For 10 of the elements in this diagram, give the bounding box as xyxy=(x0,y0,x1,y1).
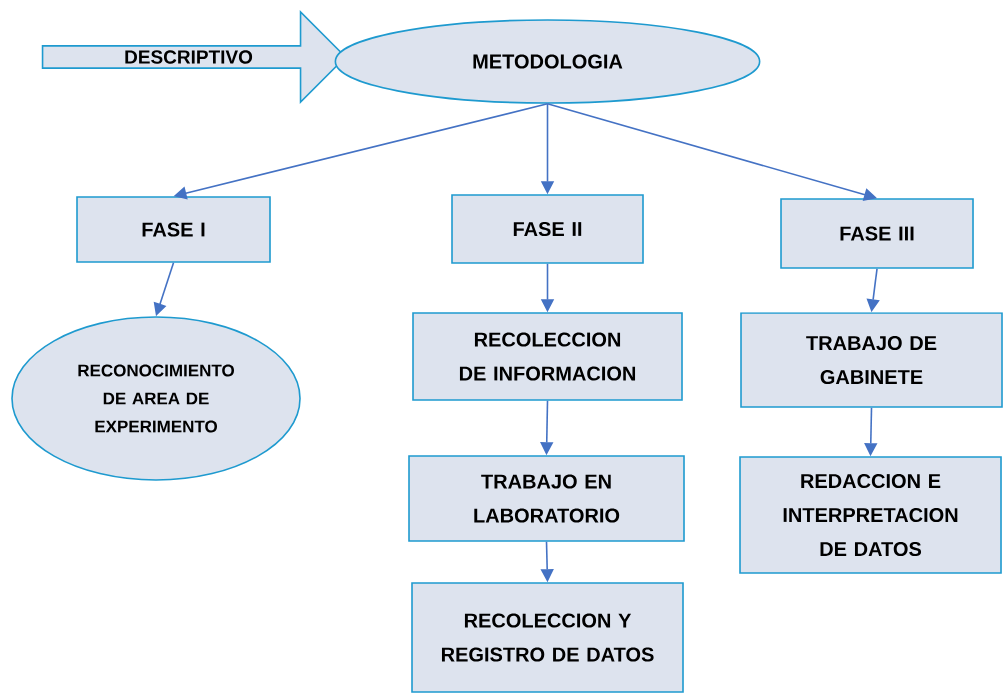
process-box: FASE III xyxy=(780,198,974,269)
ellipse-node: RECONOCIMIENTO DE AREA DE EXPERIMENTO xyxy=(11,316,301,481)
process-box: TRABAJO EN LABORATORIO xyxy=(408,455,685,542)
ellipse-node: METODOLOGIA xyxy=(334,19,761,104)
process-box: REDACCION E INTERPRETACION DE DATOS xyxy=(739,456,1002,574)
process-box: RECOLECCION DE INFORMACION xyxy=(412,312,683,401)
process-box: FASE II xyxy=(451,194,644,264)
process-box: RECOLECCION Y REGISTRO DE DATOS xyxy=(411,582,684,693)
process-box: TRABAJO DE GABINETE xyxy=(740,312,1003,408)
process-box: FASE I xyxy=(76,196,271,263)
